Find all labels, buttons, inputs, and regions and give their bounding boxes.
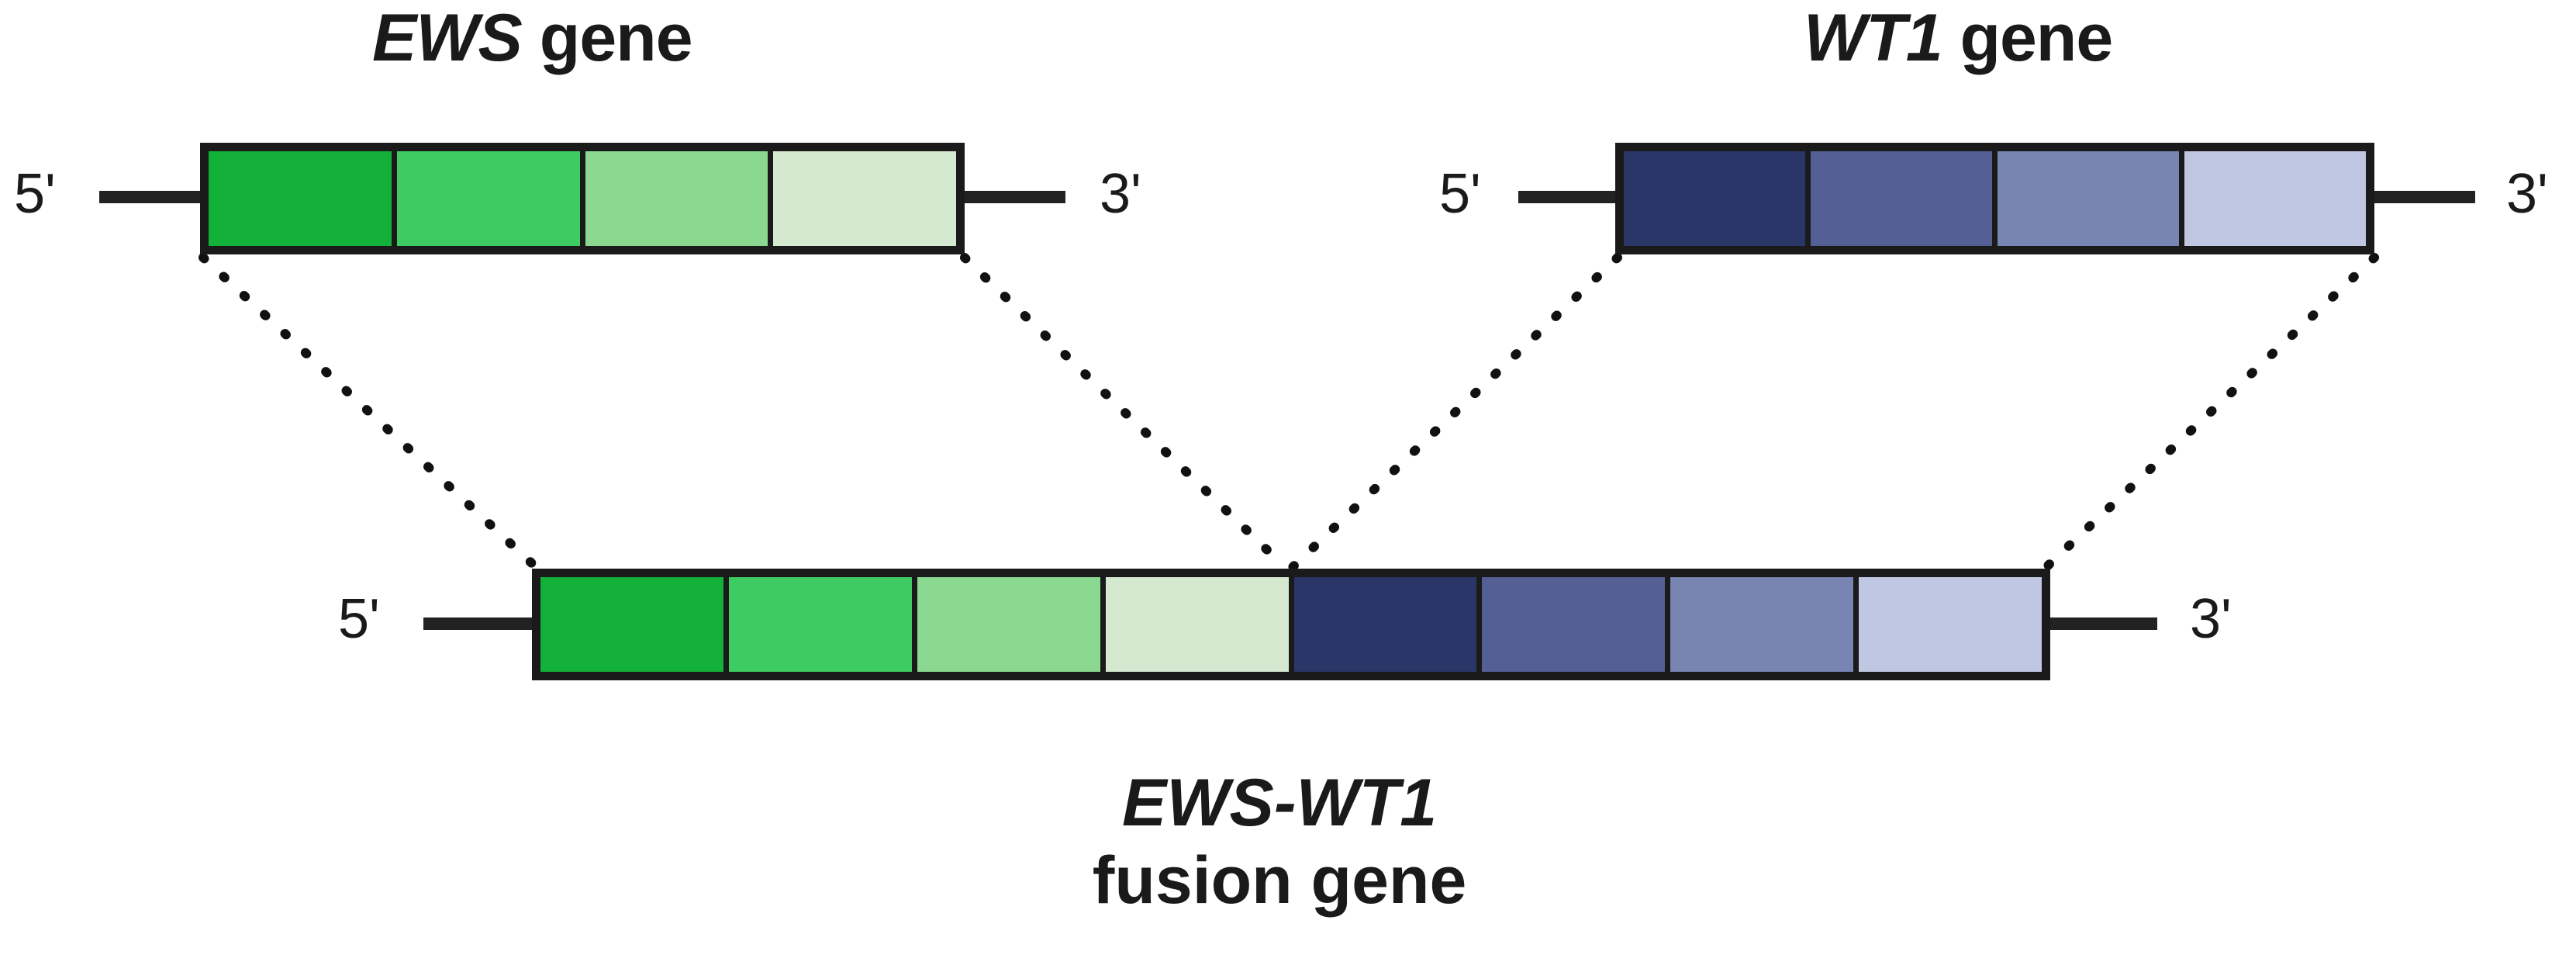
wt1-three-prime-tail (2367, 191, 2475, 203)
ews-five-prime-tail (99, 191, 208, 203)
ews-three-prime-tail (957, 191, 1065, 203)
fusion-gene-caption: EWS-WT1 fusion gene (822, 765, 1737, 920)
wt1-exon-4[interactable] (2184, 151, 2366, 246)
ews-gene-title: EWS gene (372, 5, 693, 71)
wt1-gene-box[interactable] (1615, 143, 2374, 254)
fusion-gene-symbol: EWS-WT1 (1121, 766, 1438, 840)
ews-gene-suffix: gene (521, 1, 693, 75)
fusion-three-prime-label: 3' (2190, 588, 2232, 650)
ews-gene-symbol: EWS (372, 1, 523, 75)
wt1-five-prime-tail (1518, 191, 1627, 203)
fusion-exon-ews-2[interactable] (728, 577, 917, 672)
connector-wt1-left (1287, 253, 1622, 573)
fusion-exon-wt1-3[interactable] (1670, 577, 1859, 672)
wt1-five-prime-label: 5' (1439, 163, 1481, 225)
connector-ews-right (960, 253, 1290, 573)
fusion-exon-ews-3[interactable] (917, 577, 1106, 672)
ews-exon-3[interactable] (585, 151, 774, 246)
wt1-gene-symbol: WT1 (1804, 1, 1943, 75)
ews-three-prime-label: 3' (1100, 163, 1141, 225)
fusion-exon-wt1-4[interactable] (1859, 577, 2042, 672)
wt1-exon-3[interactable] (1998, 151, 2184, 246)
wt1-gene-suffix: gene (1942, 1, 2113, 75)
connector-wt1-right (2042, 253, 2379, 571)
ews-exon-4[interactable] (773, 151, 956, 246)
wt1-three-prime-label: 3' (2506, 163, 2548, 225)
fusion-three-prime-tail (2042, 617, 2157, 630)
fusion-exon-ews-4[interactable] (1105, 577, 1294, 672)
ews-five-prime-label: 5' (14, 163, 56, 225)
wt1-exon-1[interactable] (1624, 151, 1811, 246)
fusion-gene-suffix: fusion gene (1092, 842, 1467, 918)
ews-exon-1[interactable] (209, 151, 397, 246)
ews-exon-2[interactable] (396, 151, 585, 246)
wt1-gene-title: WT1 gene (1804, 5, 2113, 71)
fusion-gene-box[interactable] (532, 569, 2050, 680)
fusion-exon-wt1-1[interactable] (1293, 577, 1483, 672)
fusion-exon-wt1-2[interactable] (1482, 577, 1671, 672)
wt1-exon-2[interactable] (1811, 151, 1998, 246)
fusion-exon-ews-1[interactable] (540, 577, 729, 672)
ews-gene-box[interactable] (200, 143, 965, 254)
connector-ews-left (199, 253, 540, 571)
fusion-five-prime-label: 5' (338, 588, 380, 650)
fusion-five-prime-tail (423, 617, 538, 630)
